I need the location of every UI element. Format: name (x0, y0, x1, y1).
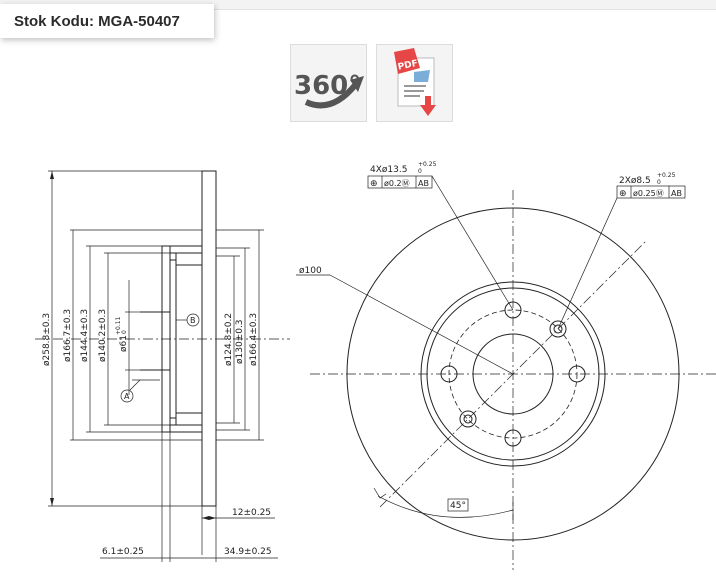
dim-12: 12±0.25 (232, 508, 271, 518)
datum-a-marker (120, 389, 134, 403)
dim-d124-8: ø124.8±0.2 (224, 313, 234, 366)
hole2-tol-upper: +0.25 (657, 172, 676, 179)
hole2-fcf-symbol: ⊕ (619, 189, 627, 199)
pdf-download-icon: PDF (393, 48, 436, 116)
view-360-text: 360° (294, 71, 361, 101)
stock-code-label: Stok Kodu: MGA-50407 (14, 12, 180, 30)
centre-bore-circle (472, 333, 554, 415)
hole4-tol-lower: 0 (418, 168, 422, 175)
front-view: ø100 4Xø13.5 +0.25 0 ⊕ ø0.2Ⓜ AB 2Xø8.5 +… (296, 161, 716, 570)
top-bar (0, 0, 716, 10)
side-section-view: ø258.8±0.3 ø166.7±0.3 ø144.4±0.3 ø140.2±… (35, 170, 290, 562)
dim-d130: ø130±0.3 (235, 319, 245, 364)
hole4-tol-upper: +0.25 (418, 161, 437, 168)
hole2-fcf-tol: ø0.25Ⓜ (633, 189, 664, 198)
dim-34-9: 34.9±0.25 (224, 547, 272, 557)
locating-hole (549, 320, 567, 338)
hole2-fcf-datums: AB (671, 189, 682, 198)
dim-6-1: 6.1±0.25 (102, 547, 144, 557)
hole2-tol-lower: 0 (657, 179, 661, 186)
rotate-360-icon: 360° (294, 71, 364, 109)
technical-drawing: ø258.8±0.3 ø166.7±0.3 ø144.4±0.3 ø140.2±… (35, 161, 716, 570)
dim-d144-4: ø144.4±0.3 (80, 309, 90, 362)
dim-d61: ø61 (119, 335, 129, 352)
stock-code-tab: Stok Kodu: MGA-50407 (0, 4, 214, 38)
hole4-callout: 4Xø13.5 (370, 165, 407, 175)
angle-45: 45° (450, 501, 466, 511)
bolt-hole (504, 301, 522, 319)
hole2-callout: 2Xø8.5 (619, 176, 651, 186)
dim-d166-7: ø166.7±0.3 (63, 309, 73, 362)
download-pdf-button[interactable]: PDF (376, 44, 453, 122)
angle-frame (447, 498, 469, 512)
bolt-hole (504, 429, 522, 447)
dim-d61-tol-lower: 0 (121, 330, 128, 334)
datum-a-label: A (124, 392, 130, 401)
bolt-hole (440, 365, 458, 383)
disc-outer-circle (346, 207, 680, 541)
hole2-feature-frame (616, 185, 686, 199)
dim-d258: ø258.8±0.3 (42, 313, 52, 366)
datum-b-marker (186, 313, 200, 327)
hole4-feature-frame (367, 175, 433, 189)
bolt-hole (568, 365, 586, 383)
dim-d61-tol-upper: +0.11 (115, 316, 122, 335)
dim-d166-4: ø166.4±0.3 (249, 313, 259, 366)
dim-d100: ø100 (299, 266, 322, 276)
datum-b-label: B (190, 316, 196, 325)
dim-d140-2: ø140.2±0.3 (98, 309, 108, 362)
pdf-text: PDF (396, 59, 418, 73)
view-360-button[interactable]: 360° (290, 44, 367, 122)
hole4-fcf-symbol: ⊕ (370, 179, 378, 189)
hole4-fcf-tol: ø0.2Ⓜ (384, 179, 410, 188)
locating-hole (459, 410, 477, 428)
hole4-fcf-datums: AB (418, 179, 429, 188)
